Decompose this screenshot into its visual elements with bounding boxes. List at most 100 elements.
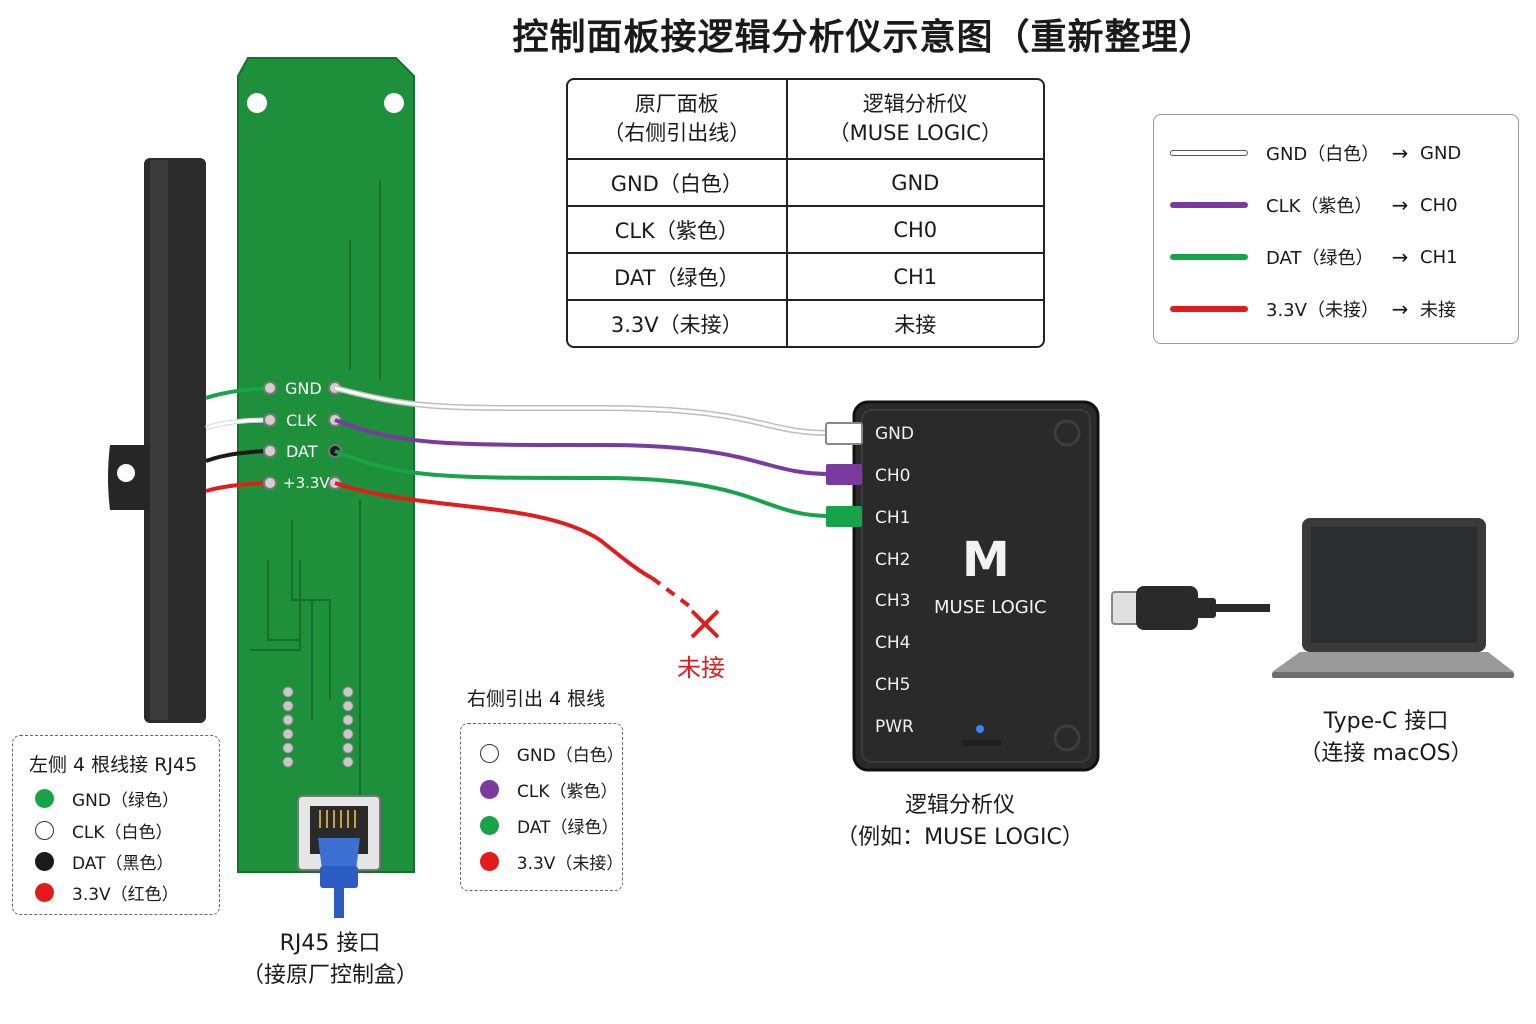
mapping-table: 原厂面板 （右侧引出线） 逻辑分析仪 （MUSE LOGIC） GND（白色） …: [566, 78, 1045, 348]
right-item-label: DAT（绿色）: [517, 818, 619, 838]
muse-logic-logo-icon: M: [962, 532, 1010, 588]
list-item: CLK（紫色）: [480, 777, 618, 802]
legend-from: CLK（紫色）: [1266, 196, 1373, 217]
list-item: GND（绿色）: [35, 786, 179, 811]
purple-dot-icon: [480, 780, 499, 799]
pcb-pin-label-clk: CLK: [286, 411, 317, 430]
left-wire-box: 左侧 4 根线接 RJ45 GND（绿色） CLK（白色） DAT（黑色） 3.…: [12, 735, 220, 915]
rj45-caption-line2: （接原厂控制盒）: [241, 963, 418, 988]
legend-to: CH0: [1420, 194, 1458, 216]
rj45-caption: RJ45 接口 （接原厂控制盒）: [210, 928, 450, 992]
legend-to: 未接: [1420, 300, 1456, 321]
pcb-hole-icon: [247, 93, 267, 113]
logic-analyzer-body: [852, 400, 1100, 772]
pcb-board: [237, 57, 415, 873]
header-line: 逻辑分析仪: [862, 92, 968, 116]
laptop-caption-line1: Type-C 接口: [1323, 709, 1449, 734]
table-cell: GND（白色）: [568, 160, 788, 207]
wire-legend: GND（白色） → GND CLK（紫色） → CH0 DAT（绿色） → CH…: [1153, 114, 1519, 344]
pcb-hole-icon: [384, 93, 404, 113]
analyzer-pin-pwr: PWR: [875, 717, 914, 737]
left-item-label: CLK（白色）: [72, 823, 173, 843]
left-wires: [205, 386, 271, 493]
table-row: CLK（紫色） CH0: [568, 207, 1043, 254]
legend-row-clk: CLK（紫色） → CH0: [1170, 190, 1458, 220]
rj45-connector: [297, 795, 381, 918]
table-cell: CLK（紫色）: [568, 207, 788, 254]
list-item: GND（白色）: [480, 741, 624, 766]
legend-to: CH1: [1420, 246, 1458, 268]
analyzer-pin-ch0: CH0: [875, 466, 911, 486]
usb-c-cable: [1111, 586, 1270, 630]
not-connected-label: 未接: [677, 654, 725, 682]
analyzer-brand: MUSE LOGIC: [934, 597, 1047, 618]
left-item-label: GND（绿色）: [72, 791, 179, 811]
left-item-label: 3.3V（红色）: [72, 885, 179, 905]
legend-from: DAT（绿色）: [1266, 248, 1374, 269]
table-header-cell: 逻辑分析仪 （MUSE LOGIC）: [787, 80, 1043, 160]
right-item-label: GND（白色）: [516, 746, 624, 766]
right-wire-box: GND（白色） CLK（紫色） DAT（绿色） 3.3V（未接）: [460, 723, 624, 891]
analyzer-pin-ch4: CH4: [875, 633, 911, 653]
analyzer-pin-gnd: GND: [875, 424, 914, 444]
right-item-label: CLK（紫色）: [517, 782, 618, 802]
white-dot-icon: [480, 744, 499, 763]
analyzer-pin-ch5: CH5: [875, 675, 911, 695]
red-dot-icon: [35, 883, 54, 902]
arrow-right-icon: →: [1391, 297, 1409, 321]
right-box-title: 右侧引出 4 根线: [467, 688, 606, 710]
header-line: 原厂面板: [634, 92, 719, 116]
header-line: （右侧引出线）: [603, 121, 751, 145]
pcb-pin-label-33v: +3.3V: [283, 474, 330, 492]
red-dot-icon: [480, 852, 499, 871]
list-item: 3.3V（红色）: [35, 880, 179, 905]
legend-line-gnd: [1170, 150, 1248, 156]
legend-from: 3.3V（未接）: [1266, 300, 1379, 321]
arrow-right-icon: →: [1391, 141, 1409, 165]
table-row: DAT（绿色） CH1: [568, 254, 1043, 301]
analyzer-caption-line2: （例如：MUSE LOGIC）: [836, 825, 1084, 850]
black-dot-icon: [35, 852, 54, 871]
green-dot-icon: [480, 816, 499, 835]
table-cell: 3.3V（未接）: [568, 301, 788, 346]
laptop-icon: [1272, 518, 1514, 678]
pcb-pin-label-gnd: GND: [285, 379, 322, 398]
analyzer-pin-ch3: CH3: [875, 591, 911, 611]
mount-hole-icon: [117, 464, 135, 482]
white-dot-icon: [35, 821, 54, 840]
right-item-label: 3.3V（未接）: [516, 854, 624, 874]
list-item: DAT（黑色）: [35, 849, 174, 874]
table-row: GND（白色） GND: [568, 160, 1043, 207]
analyzer-pin-ch2: CH2: [875, 550, 911, 570]
table-cell: CH0: [787, 207, 1043, 254]
legend-row-33v: 3.3V（未接） → 未接: [1170, 294, 1456, 324]
list-item: 3.3V（未接）: [480, 849, 624, 874]
page-title: 控制面板接逻辑分析仪示意图（重新整理）: [512, 17, 1216, 58]
list-item: CLK（白色）: [35, 818, 173, 843]
analyzer-plugs: [825, 422, 863, 527]
table-cell: CH1: [787, 254, 1043, 301]
table-header-cell: 原厂面板 （右侧引出线）: [568, 80, 788, 160]
list-item: DAT（绿色）: [480, 813, 619, 838]
analyzer-pin-ch1: CH1: [875, 508, 911, 528]
black-mount-panel: [108, 158, 206, 723]
table-row: 3.3V（未接） 未接: [568, 301, 1043, 346]
legend-line-33v: [1170, 306, 1248, 312]
legend-line-dat: [1170, 254, 1248, 260]
left-item-label: DAT（黑色）: [72, 854, 174, 874]
table-cell: DAT（绿色）: [568, 254, 788, 301]
green-dot-icon: [35, 789, 54, 808]
header-line: （MUSE LOGIC）: [828, 121, 1002, 145]
legend-to: GND: [1420, 142, 1462, 164]
laptop-caption-line2: （连接 macOS）: [1299, 741, 1473, 766]
analyzer-caption-line1: 逻辑分析仪: [904, 793, 1015, 818]
laptop-caption: Type-C 接口 （连接 macOS）: [1276, 706, 1496, 770]
analyzer-caption: 逻辑分析仪 （例如：MUSE LOGIC）: [820, 790, 1100, 854]
not-connected-x-icon: [690, 609, 720, 639]
legend-row-dat: DAT（绿色） → CH1: [1170, 242, 1458, 272]
table-cell: GND: [787, 160, 1043, 207]
legend-from: GND（白色）: [1266, 144, 1380, 165]
legend-row-gnd: GND（白色） → GND: [1170, 138, 1461, 168]
table-cell: 未接: [894, 312, 937, 337]
